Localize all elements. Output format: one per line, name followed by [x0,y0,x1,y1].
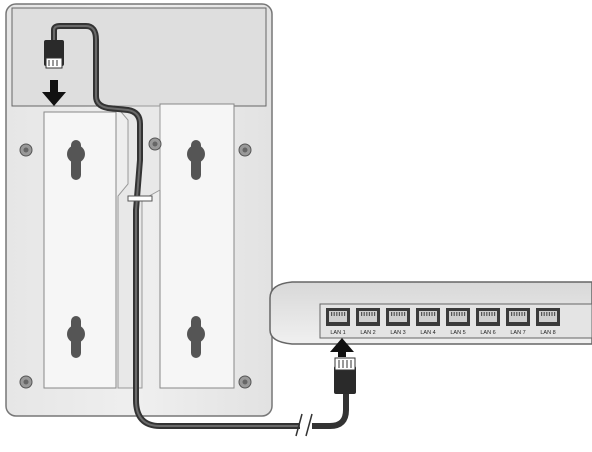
lan-port: LAN 7 [506,308,530,336]
keyhole-slot-icon [187,316,205,358]
cable-clip [127,195,153,202]
keyhole-slot-icon [67,140,85,180]
lan-port: LAN 2 [356,308,380,336]
lan-port: LAN 3 [386,308,410,336]
lan-port-label: LAN 6 [480,330,495,336]
ethernet-cable [51,23,349,437]
screw-icon [19,375,33,389]
lan-port-label: LAN 8 [540,330,555,336]
screw-icon [148,137,162,151]
keyhole-slot-icon [67,316,85,358]
keyhole-slot-icon [187,140,205,180]
screw-icon [19,143,33,157]
cable-path-to-router [312,392,349,429]
lan-port: LAN 6 [476,308,500,336]
lan-port-label: LAN 3 [390,330,405,336]
lan-port-label: LAN 4 [420,330,435,336]
rj45-plug-icon [334,357,356,394]
cable-break-mark [305,413,313,437]
router: LAN 1 LAN 2 LAN 3 LAN 4 LAN 5 LAN 6 LAN 7 LAN 8 [269,281,592,345]
lan-port-label: LAN 2 [360,330,375,336]
lan-port: LAN 8 [536,308,560,336]
lan-port-label: LAN 5 [450,330,465,336]
arrow-down-icon [42,80,66,106]
screw-icon [238,143,252,157]
lan-port: LAN 5 [446,308,470,336]
rj45-plug-icon [44,40,64,69]
arrow-up-icon [330,338,354,357]
lan-port-label: LAN 7 [510,330,525,336]
lan-port: LAN 4 [416,308,440,336]
base-station [5,3,273,417]
lan-port: LAN 1 [326,308,350,336]
lan-port-label: LAN 1 [330,330,345,336]
cable-break-mark [295,413,303,437]
lan-ports: LAN 1 LAN 2 LAN 3 LAN 4 LAN 5 LAN 6 LAN 7 LAN 8 [326,308,560,336]
screw-icon [238,375,252,389]
